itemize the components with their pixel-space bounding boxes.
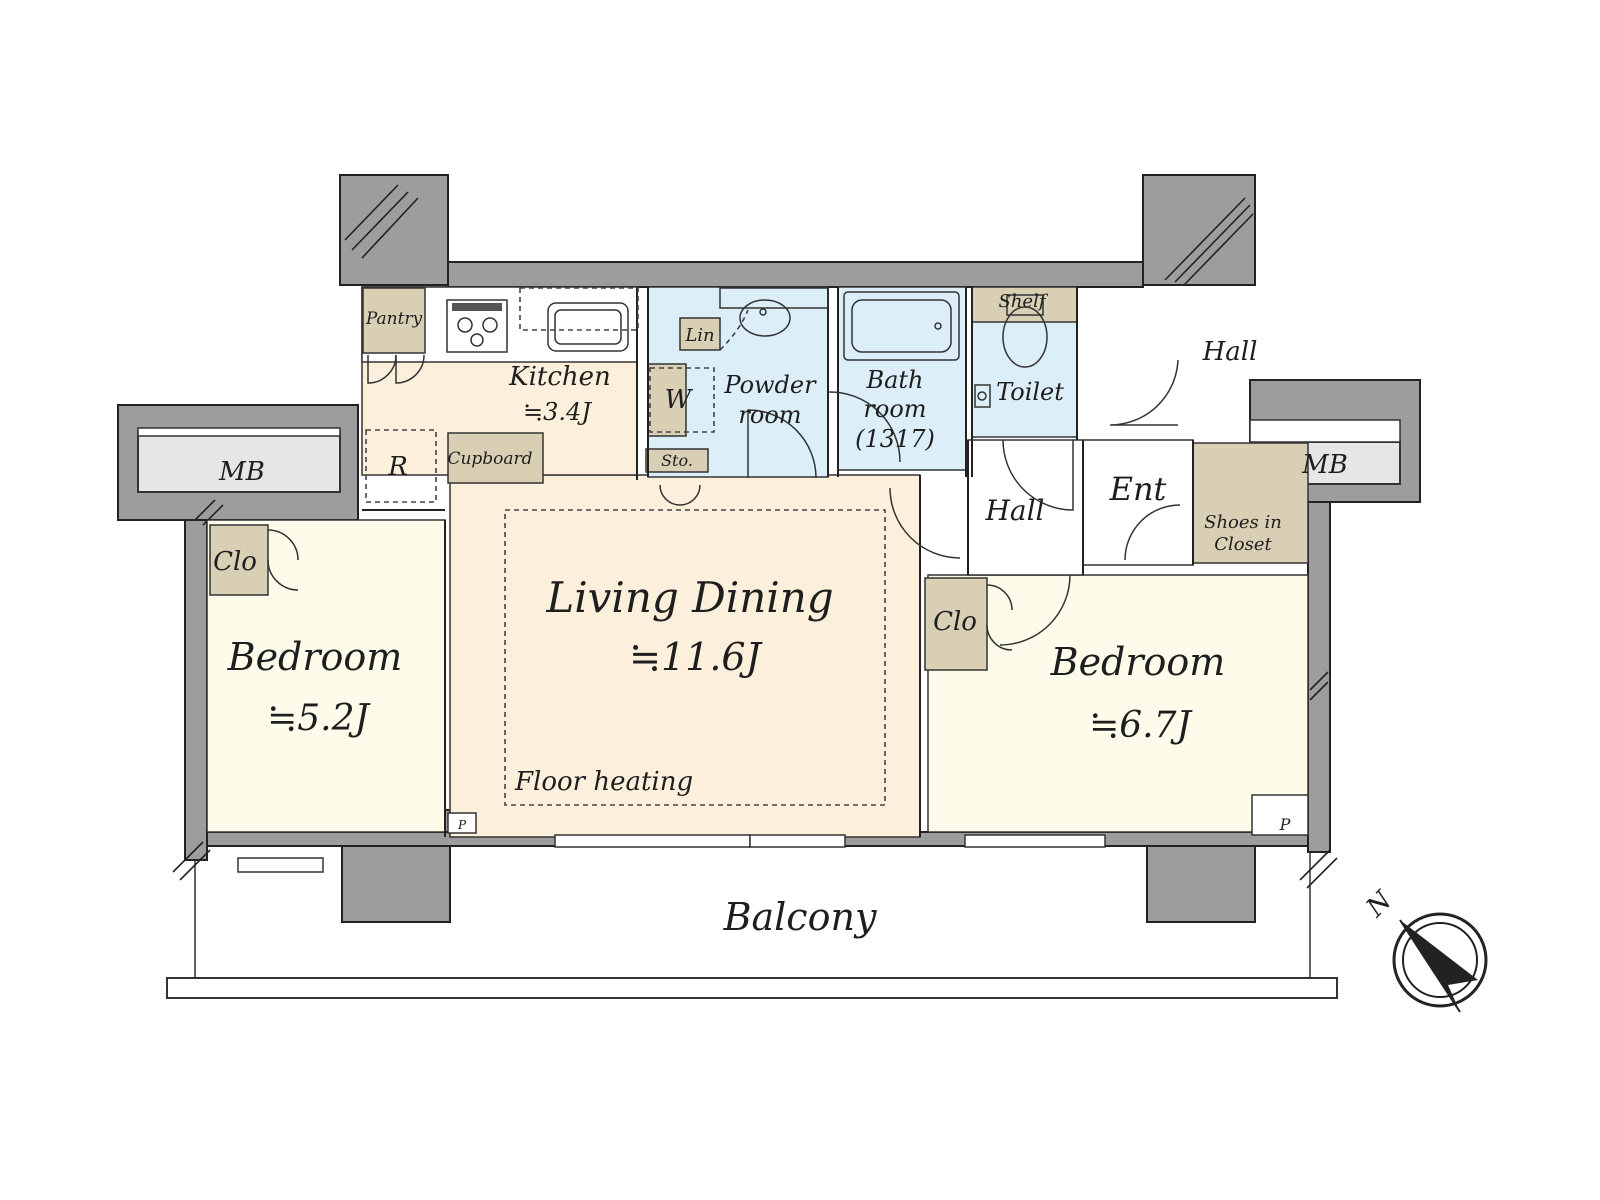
pantry-label: Pantry (365, 309, 423, 329)
interior-walls (362, 287, 1194, 837)
living-dining-area: ≒11.6J (629, 635, 762, 679)
cupboard (447, 432, 544, 484)
shoes-closet-label-1: Shoes in (1204, 512, 1282, 533)
wall-hatching (172, 184, 1338, 889)
compass-north-label: N (1360, 885, 1399, 924)
living-dining-floor (449, 474, 921, 838)
hall-common-label: Hall (1202, 337, 1258, 367)
living-dining-label: Living Dining (545, 573, 833, 622)
bedroom-east-label: Bedroom (1050, 640, 1226, 684)
shoes-closet-label-2: Closet (1214, 534, 1272, 555)
meter-box-east-label: MB (1301, 450, 1348, 480)
pantry (362, 287, 426, 354)
powder-room-label-1: Powder (723, 371, 817, 399)
pipe-shaft-west (447, 812, 477, 834)
bathtub-icon (843, 291, 960, 361)
storage-small (645, 448, 709, 473)
powder-room-label-2: room (738, 401, 801, 429)
compass-needle-icon (1400, 920, 1478, 1012)
floor-heating-area (504, 509, 886, 806)
meter-box-west-label: MB (218, 457, 265, 487)
refrigerator-label: R (387, 452, 408, 482)
bath-room-label-2: room (863, 395, 926, 423)
kitchen-sink-icon (519, 287, 639, 352)
hall-inner-label: Hall (984, 494, 1044, 527)
windows (137, 419, 1401, 873)
meter-box-west (137, 431, 341, 493)
balcony-railing (166, 977, 1338, 999)
bath-room-floor (837, 286, 967, 471)
linen (679, 317, 721, 351)
wall-west-side (184, 519, 208, 861)
pipe-shaft-east-label: P (1279, 815, 1291, 834)
toilet-label: Toilet (996, 378, 1064, 406)
bath-room-label-3: (1317) (855, 425, 935, 453)
wall-east-side (1307, 501, 1331, 853)
shelf-label: Shelf (999, 291, 1049, 312)
kitchen-label: Kitchen (508, 362, 611, 392)
entrance-label: Ent (1109, 470, 1167, 508)
closet-west-label: Clo (213, 547, 257, 577)
closet-east (924, 577, 988, 671)
compass: N (1360, 885, 1488, 1013)
wall-north-left-column (339, 174, 449, 286)
washer-space (647, 363, 687, 437)
bedroom-west-label: Bedroom (227, 635, 403, 679)
closet-east-label: Clo (933, 607, 977, 637)
balcony-label: Balcony (723, 895, 877, 939)
floor-heating-label: Floor heating (514, 767, 693, 797)
linen-label: Lin (684, 325, 714, 346)
wall-north-main (447, 261, 1144, 288)
bedroom-east-floor (927, 574, 1309, 833)
cupboard-label: Cupboard (447, 449, 532, 469)
stove-icon (446, 299, 508, 353)
wall-north-right-column (1142, 174, 1256, 286)
washer-label: W (665, 385, 694, 415)
washer-icon (649, 367, 715, 433)
basin-icon (719, 287, 829, 351)
bath-room-label-1: Bath (865, 366, 923, 394)
refrigerator-space (365, 429, 437, 503)
entrance-floor (1082, 439, 1194, 566)
toilet-bowl-icon (974, 294, 1048, 408)
storage-small-label: Sto. (661, 451, 693, 470)
kitchen-area: ≒3.4J (523, 398, 592, 426)
bedroom-east-area: ≒6.7J (1089, 705, 1193, 746)
doors (267, 354, 1181, 651)
pipe-shaft-east (1251, 794, 1309, 836)
shelf (971, 286, 1078, 323)
pipe-shaft-west-label: P (457, 818, 467, 832)
bedroom-west-area: ≒5.2J (267, 698, 371, 739)
